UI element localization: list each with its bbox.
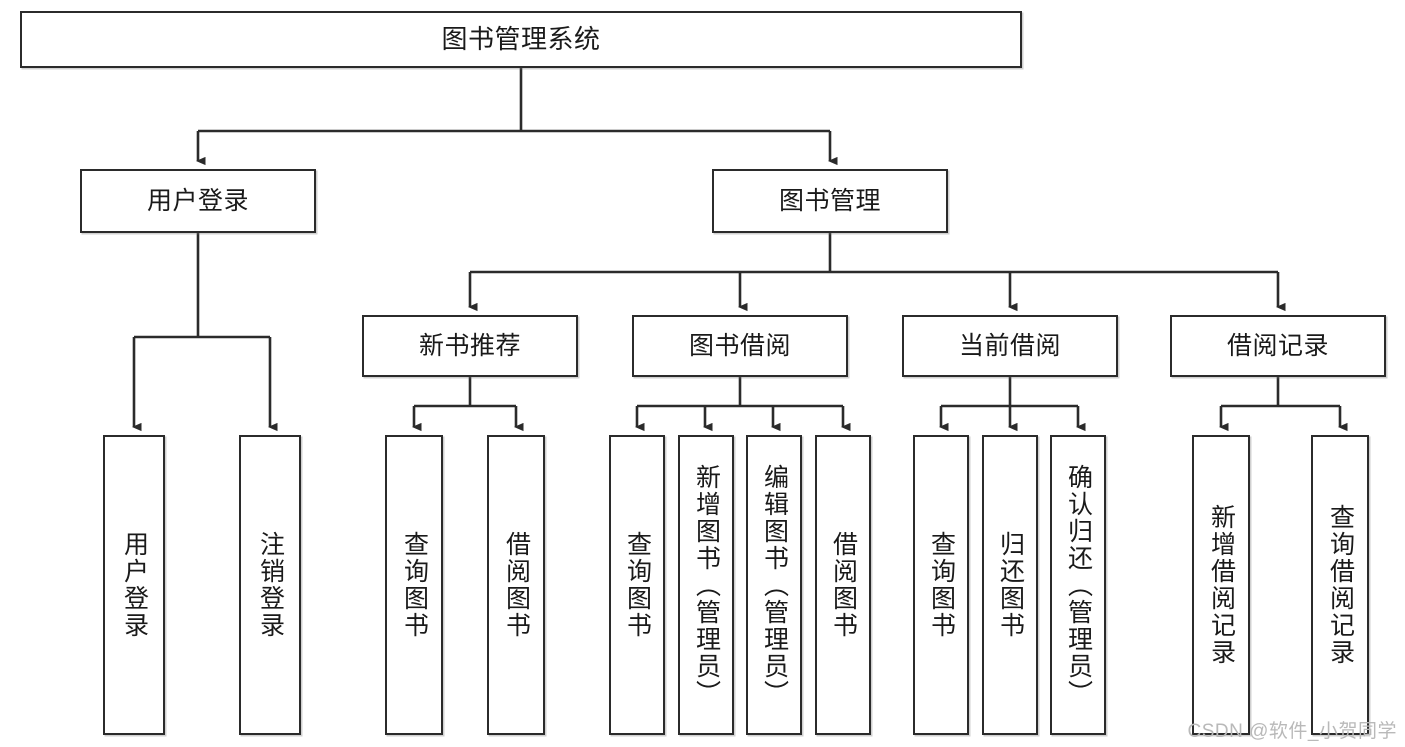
node-label: 新书推荐 [418,331,521,360]
node-user-login[interactable]: 用户登录 [80,169,316,233]
leaf-borrow-query-book[interactable]: 查询图书 [609,435,665,735]
leaf-current-confirm-return[interactable]: 确认归还（管理员） [1050,435,1106,735]
node-new-book-recommend[interactable]: 新书推荐 [362,315,578,377]
leaf-new-book-borrow[interactable]: 借阅图书 [487,435,545,735]
node-label: 新增借阅记录 [1207,504,1236,666]
node-label: 编辑图书（管理员） [760,463,789,707]
node-label: 用户登录 [120,531,149,639]
leaf-borrow-add-book[interactable]: 新增图书（管理员） [678,435,734,735]
leaf-borrow-edit-book[interactable]: 编辑图书（管理员） [746,435,802,735]
node-borrow-record[interactable]: 借阅记录 [1170,315,1386,377]
leaf-borrow-borrow-book[interactable]: 借阅图书 [815,435,871,735]
node-book-management[interactable]: 图书管理 [712,169,948,233]
node-label: 当前借阅 [958,331,1061,360]
leaf-new-book-query[interactable]: 查询图书 [385,435,443,735]
node-label: 借阅图书 [829,531,858,639]
leaf-user-login-logout[interactable]: 注销登录 [239,435,301,735]
node-label: 借阅记录 [1226,331,1329,360]
node-root-system[interactable]: 图书管理系统 [20,11,1022,68]
node-label: 查询图书 [400,531,429,639]
leaf-current-return-book[interactable]: 归还图书 [982,435,1038,735]
node-label: 查询图书 [623,531,652,639]
node-label: 图书管理系统 [441,24,601,55]
node-label: 图书管理 [778,186,881,215]
node-label: 查询借阅记录 [1326,504,1355,666]
node-label: 用户登录 [146,186,249,215]
leaf-record-add[interactable]: 新增借阅记录 [1192,435,1250,735]
node-current-borrow[interactable]: 当前借阅 [902,315,1118,377]
leaf-record-query[interactable]: 查询借阅记录 [1311,435,1369,735]
node-label: 注销登录 [256,531,285,639]
node-label: 图书借阅 [688,331,791,360]
leaf-user-login-login[interactable]: 用户登录 [103,435,165,735]
node-label: 新增图书（管理员） [692,463,721,707]
node-book-borrow[interactable]: 图书借阅 [632,315,848,377]
leaf-current-query-book[interactable]: 查询图书 [913,435,969,735]
watermark: CSDN @软件_小贺同学 [1187,721,1397,742]
node-label: 查询图书 [927,531,956,639]
node-label: 借阅图书 [502,531,531,639]
node-label: 确认归还（管理员） [1064,463,1093,707]
node-label: 归还图书 [996,531,1025,639]
